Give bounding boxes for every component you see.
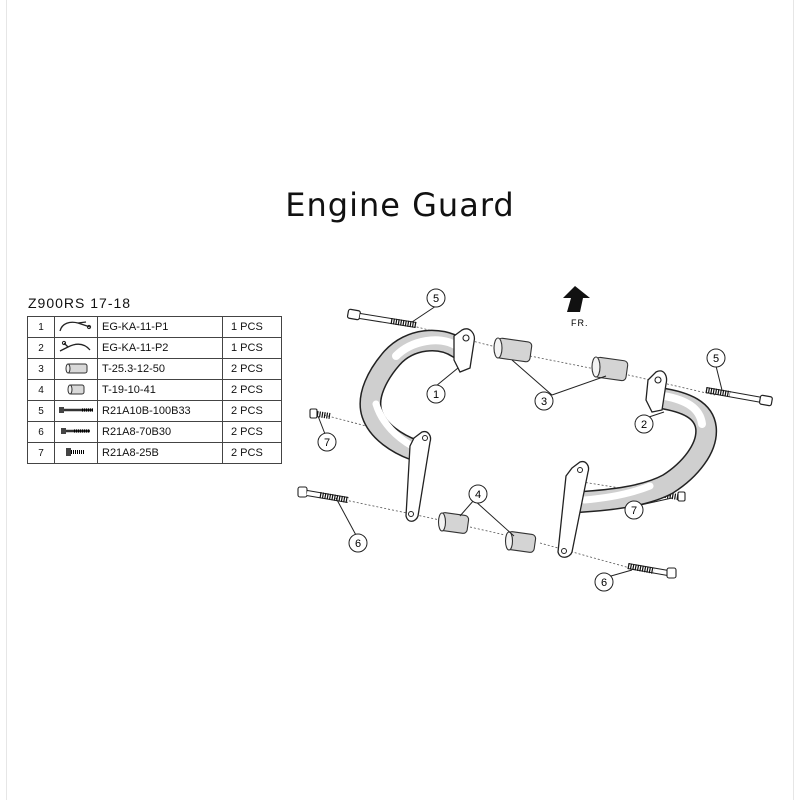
frame-edge-right (793, 0, 794, 800)
part-qty: 2 PCS (222, 442, 282, 464)
left-bracket-icon (59, 320, 92, 331)
part-code: R21A8-25B (97, 442, 223, 464)
svg-text:5: 5 (713, 353, 719, 365)
callout-7-right: 7 (624, 500, 644, 520)
callout-6-left: 6 (348, 533, 368, 553)
short-spacer-icon (67, 384, 85, 394)
short-bolt-icon (66, 447, 84, 456)
table-row: 7 R21A8-25B 2 PCS (27, 442, 282, 464)
part-3-spacer-right (591, 356, 629, 382)
part-1-left-guard (359, 328, 476, 522)
svg-text:6: 6 (355, 538, 361, 550)
part-7-bolt-left (309, 408, 331, 419)
svg-text:2: 2 (641, 419, 647, 431)
page-title: Engine Guard (285, 186, 515, 224)
table-row: 5 R21A10B-100B33 2 PCS (27, 400, 282, 422)
part-2-right-guard (557, 370, 718, 558)
svg-text:4: 4 (475, 489, 481, 501)
table-row: 1 EG-KA-11-P1 1 PCS (27, 316, 282, 338)
part-code: T-25.3-12-50 (97, 358, 223, 380)
callout-6-right: 6 (594, 572, 614, 592)
callout-5-right: 5 (706, 348, 726, 368)
part-6-bolt-left (297, 486, 349, 503)
forward-arrow-icon (563, 286, 590, 312)
table-row: 2 EG-KA-11-P2 1 PCS (27, 337, 282, 359)
part-5-bolt-right (705, 387, 773, 407)
table-row: 6 R21A8-70B30 2 PCS (27, 421, 282, 443)
svg-text:3: 3 (541, 396, 547, 408)
callout-1: 1 (426, 384, 446, 404)
model-label: Z900RS 17-18 (28, 295, 132, 311)
forward-label: FR. (571, 318, 589, 328)
svg-text:7: 7 (324, 437, 330, 449)
part-7-bolt-right (664, 491, 686, 502)
part-5-bolt-left (346, 308, 417, 328)
svg-text:1: 1 (433, 389, 439, 401)
callout-3: 3 (534, 391, 554, 411)
callout-2: 2 (634, 414, 654, 434)
long-bolt-icon (59, 406, 93, 413)
svg-text:7: 7 (631, 505, 637, 517)
right-bracket-icon (59, 340, 91, 352)
part-4-spacer-right (504, 531, 537, 553)
parts-table: 1 EG-KA-11-P1 1 PCS 2 EG-KA-11-P2 1 PCS (27, 316, 282, 464)
callout-4: 4 (468, 484, 488, 504)
table-row: 3 T-25.3-12-50 2 PCS (27, 358, 282, 380)
table-row: 4 T-19-10-41 2 PCS (27, 379, 282, 401)
svg-text:5: 5 (433, 293, 439, 305)
callout-5-left: 5 (426, 288, 446, 308)
part-6-bolt-right (627, 563, 677, 579)
part-4-spacer-left (437, 512, 470, 534)
callout-leader-lines (317, 305, 723, 579)
svg-text:6: 6 (601, 577, 607, 589)
long-spacer-icon (65, 363, 88, 373)
frame-edge-left (6, 0, 7, 800)
medium-bolt-icon (61, 427, 90, 434)
part-qty: 1 PCS (222, 316, 282, 338)
callout-7-left: 7 (317, 432, 337, 452)
part-3-spacer-left (493, 337, 533, 363)
part-qty: 2 PCS (222, 400, 282, 422)
part-code: R21A8-70B30 (97, 421, 223, 443)
